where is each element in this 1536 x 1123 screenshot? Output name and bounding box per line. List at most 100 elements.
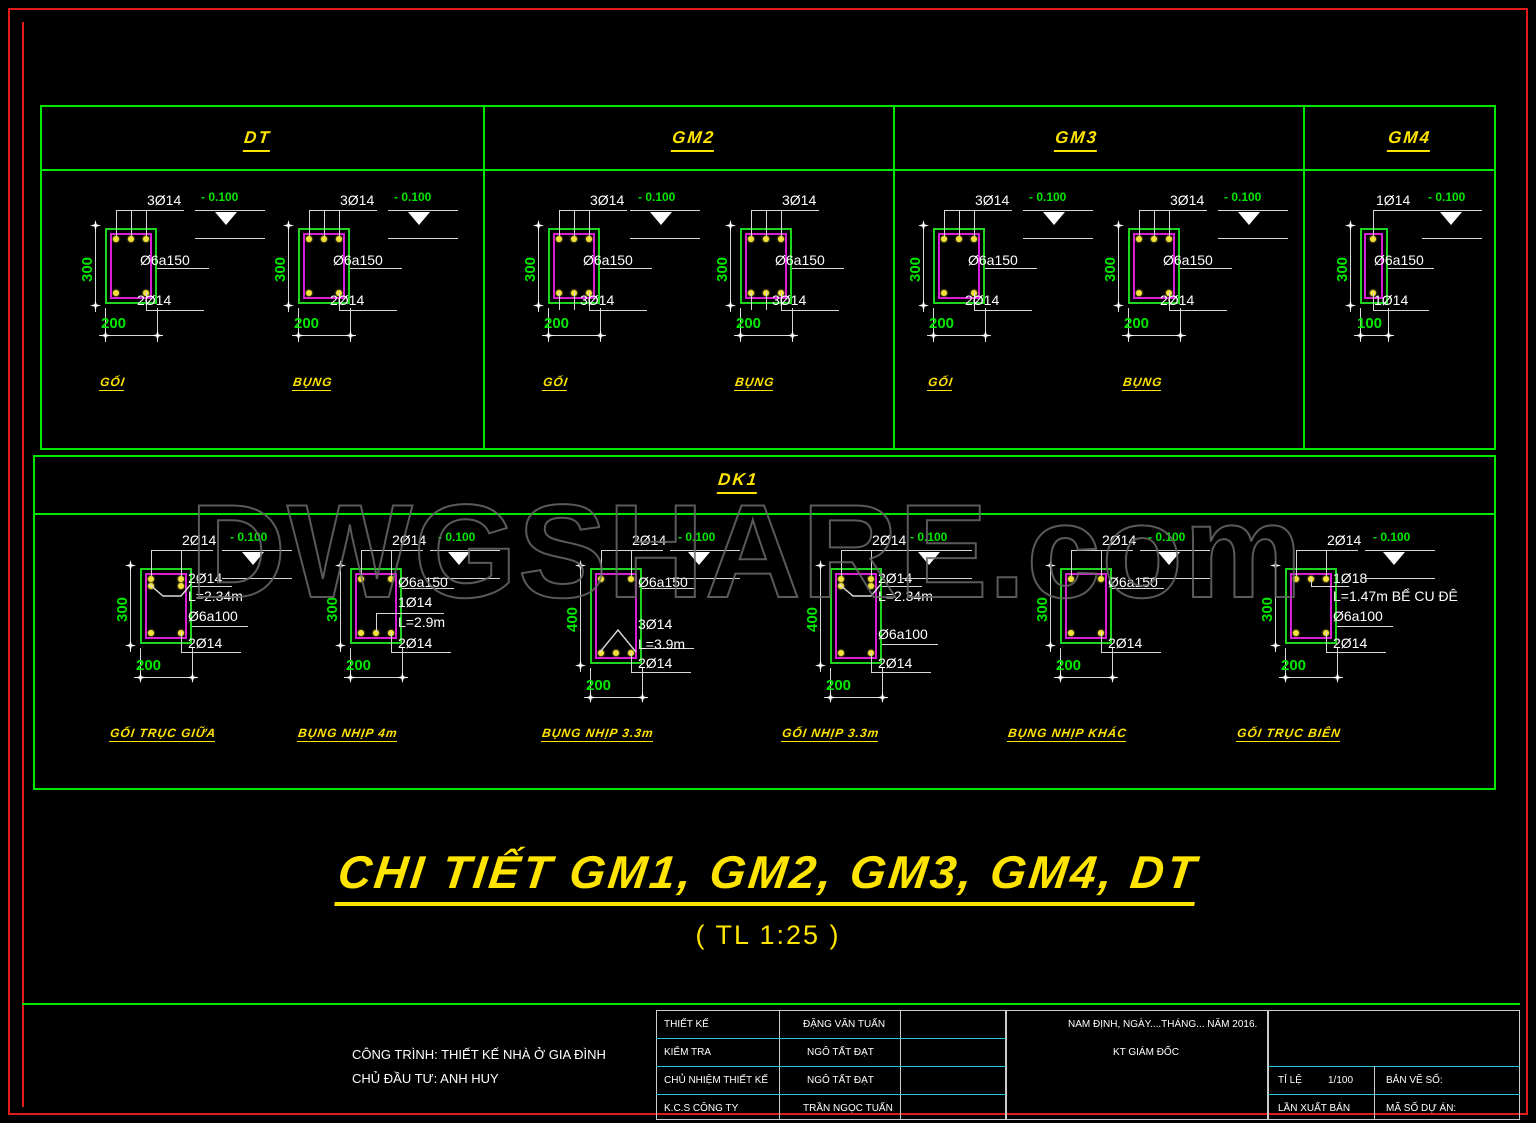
- rebar-dot: [128, 236, 134, 242]
- level-line: [902, 550, 972, 551]
- level-line: [222, 550, 292, 551]
- rebar-dot: [1151, 236, 1157, 242]
- level-line: [1023, 210, 1093, 211]
- roles-row-div: [656, 1066, 1006, 1067]
- top-bars-note: 3Ø14: [590, 192, 625, 208]
- meta-row-div: [1268, 1094, 1520, 1095]
- scale-value: 1/100: [1328, 1074, 1354, 1086]
- ext-line: [642, 668, 643, 702]
- bottom-bars-note: 2Ø14: [1108, 635, 1143, 651]
- level-note: - 0.100: [1148, 530, 1186, 544]
- rebar-dot: [1068, 576, 1074, 582]
- ext-line: [600, 308, 601, 342]
- rebar-dot: [178, 576, 184, 582]
- leader-line: [841, 550, 903, 551]
- level-note: - 0.100: [394, 190, 432, 204]
- panel-frame-gm4: [1303, 105, 1496, 450]
- project-name: CÔNG TRÌNH: THIẾT KẾ NHÀ Ở GIA ĐÌNH: [352, 1047, 606, 1062]
- section-caption: GỐI TRỤC GIỮA: [108, 726, 218, 742]
- leader-line: [181, 652, 241, 653]
- panel-title-dk1: DK1: [716, 470, 760, 494]
- leader-line: [751, 210, 819, 211]
- stirrup-note: Ø6a150: [1108, 574, 1158, 590]
- leader-line: [959, 210, 960, 236]
- width-dim: 200: [826, 677, 852, 694]
- level-line: [430, 578, 500, 579]
- leader-line: [339, 210, 340, 236]
- width-dim: 100: [1357, 315, 1383, 332]
- rebar-dot: [306, 290, 312, 296]
- leader-line: [871, 672, 931, 673]
- rebar-dot: [1166, 236, 1172, 242]
- level-note: - 0.100: [438, 530, 476, 544]
- section-gm3-goi: 300 200 3Ø14 Ø6a150 2Ø14 - 0.100 GỐI: [903, 190, 1103, 391]
- ext-line: [1054, 677, 1118, 678]
- dim-tick: [877, 692, 888, 703]
- section-dk1-bung-nhip-33m: 400 200 2Ø14 Ø6a150 3Ø14 L=3.9m 2Ø14 - 0…: [540, 530, 780, 745]
- level-triangle-icon: [688, 552, 717, 574]
- leader-line: [1169, 210, 1170, 236]
- leader-line: [339, 310, 397, 311]
- role-person: ĐẶNG VĂN TUẤN: [803, 1018, 886, 1030]
- ext-line: [105, 308, 106, 342]
- panel-title-gm2: GM2: [670, 128, 717, 152]
- top-bars-note: 2Ø14: [632, 532, 667, 548]
- rebar-dot: [941, 290, 947, 296]
- leader-line: [601, 550, 602, 576]
- panel-header-sep-dt: [40, 105, 485, 171]
- rebar-dot: [1136, 236, 1142, 242]
- dim-tick: [1123, 330, 1134, 341]
- leader-line: [376, 613, 444, 614]
- rebar-dot: [868, 583, 874, 589]
- panel-frame-dk1: [33, 455, 1496, 790]
- ext-line: [985, 308, 986, 342]
- dim-tick: [928, 330, 939, 341]
- ext-line: [1122, 335, 1186, 336]
- width-dim: 200: [929, 315, 955, 332]
- rebar-dot: [838, 650, 844, 656]
- rebar-dot: [778, 236, 784, 242]
- section-caption: BỤNG NHỊP 4m: [296, 726, 399, 742]
- rebar-dot: [1136, 290, 1142, 296]
- ext-line: [344, 677, 408, 678]
- bottom-bars-note: 2Ø14: [188, 635, 223, 651]
- dim-tick: [1345, 220, 1356, 231]
- level-triangle-icon: [1383, 552, 1412, 574]
- dim-tick: [575, 560, 586, 571]
- dim-tick: [345, 330, 356, 341]
- dim-tick: [345, 672, 356, 683]
- rebar-dot: [1293, 576, 1299, 582]
- leader-line: [882, 586, 922, 587]
- leader-line: [157, 268, 209, 269]
- level-line: [1422, 210, 1482, 211]
- level-line: [1218, 238, 1288, 239]
- section-caption: BỤNG NHỊP KHÁC: [1006, 726, 1129, 742]
- level-line: [388, 238, 458, 239]
- bottom-bars-note: 2Ø14: [638, 655, 673, 671]
- leader-line: [1180, 268, 1232, 269]
- ext-line: [824, 697, 888, 698]
- rebar-dot: [1068, 630, 1074, 636]
- ext-line: [140, 648, 141, 682]
- dim-tick: [283, 300, 294, 311]
- dim-tick: [1355, 330, 1366, 341]
- concrete-outline: [590, 568, 642, 664]
- level-note: - 0.100: [230, 530, 268, 544]
- bent-bar-icon: [599, 628, 637, 653]
- leader-line: [1326, 632, 1327, 652]
- dim-tick: [585, 692, 596, 703]
- ext-line: [584, 697, 648, 698]
- section-dk1-goi-nhip-33m: 400 200 2Ø14 2Ø14 L=2.34m Ø6a100 2Ø14 - …: [780, 530, 1020, 745]
- top-bars-note: 2Ø14: [1102, 532, 1137, 548]
- top-bars-note: 2Ø14: [1327, 532, 1362, 548]
- leader-line: [944, 210, 1012, 211]
- rebar-dot: [838, 576, 844, 582]
- height-dim: 300: [1334, 256, 1351, 282]
- dim-tick: [187, 672, 198, 683]
- ext-line: [740, 308, 741, 342]
- rebar-dot: [763, 236, 769, 242]
- dim-tick: [825, 692, 836, 703]
- top-bars-note: 2Ø14: [182, 532, 217, 548]
- stirrup-note: Ø6a100: [878, 626, 928, 642]
- stirrup-note: Ø6a100: [1333, 608, 1383, 624]
